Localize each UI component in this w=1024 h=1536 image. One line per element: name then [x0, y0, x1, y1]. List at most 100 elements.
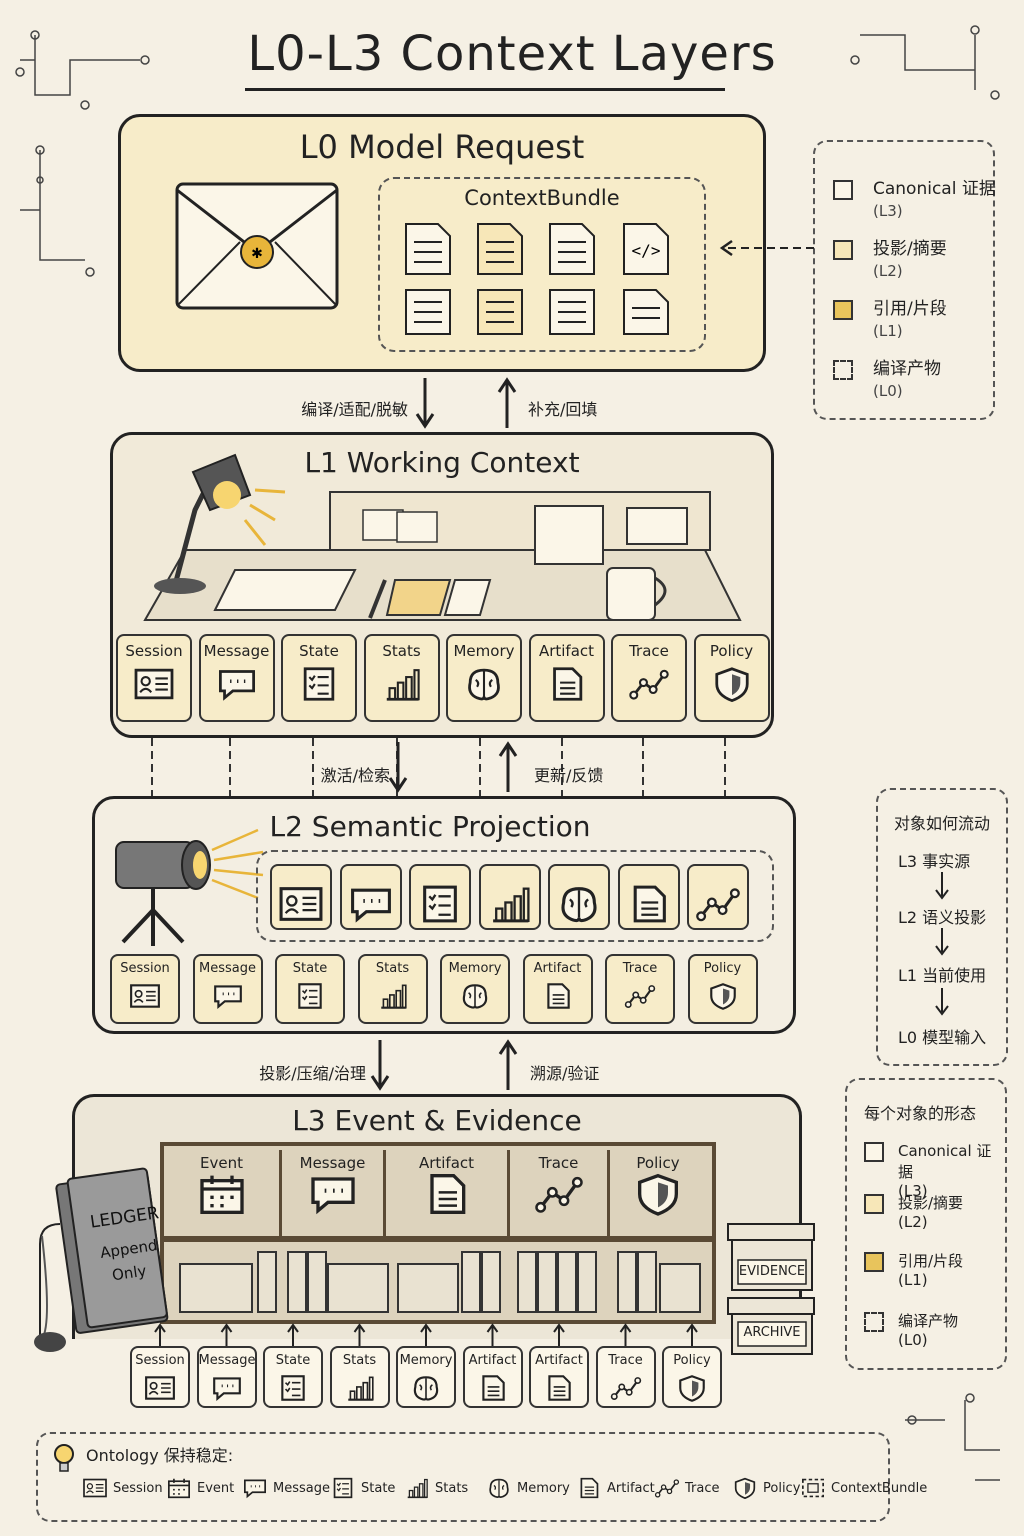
ontology-item-trace: Trace [654, 1474, 720, 1502]
trace-card: Trace [605, 954, 675, 1024]
session-icon [130, 984, 160, 1008]
legend-layer-forms: Canonical 证据(L3) 投影/摘要(L2) 引用/片段(L1) 编译产… [813, 140, 996, 420]
desk-scene-illustration [143, 453, 742, 621]
ontology-item-state: State [330, 1474, 395, 1502]
flow-title: 对象如何流动 [893, 814, 990, 833]
l2-projection-box [256, 850, 774, 942]
policy-card: Policy [662, 1346, 722, 1408]
card-label: Stats [382, 642, 421, 660]
policy-icon [709, 983, 736, 1010]
state-icon [298, 983, 322, 1009]
l3-title: L3 Event & Evidence [292, 1104, 582, 1137]
ontology-label: Stats [435, 1480, 469, 1496]
event-icon [199, 1175, 244, 1214]
artifact-icon [548, 1375, 571, 1401]
message-projection-tile [339, 864, 402, 930]
artifact-card: Artifact [522, 954, 593, 1024]
shelf-label: Artifact [418, 1154, 475, 1172]
ontology-item-artifact: Artifact [576, 1474, 655, 1502]
policy-shelf-cell: Policy [610, 1150, 706, 1236]
card-label: Memory [399, 1353, 453, 1368]
card-label: Artifact [538, 642, 595, 660]
artifact-card: Artifact [528, 634, 605, 722]
policy-icon [734, 1477, 756, 1499]
artifact-icon [633, 885, 666, 923]
legend-bottom-item: 引用/片段(L1) [864, 1250, 1004, 1304]
trace-card: Trace [595, 1346, 656, 1408]
svg-text:✱: ✱ [251, 246, 263, 262]
state-card: State [275, 954, 345, 1024]
arrow-label-trace: 溯源/验证 [530, 1064, 600, 1083]
card-label: Message [198, 1353, 256, 1368]
legend-bottom-item: Canonical 证据(L3) [864, 1140, 1004, 1200]
trace-icon [654, 1479, 680, 1498]
message-icon [310, 1177, 355, 1215]
state-projection-tile [409, 864, 471, 930]
message-card: Message [196, 1346, 257, 1408]
shelf-label: Trace [538, 1154, 579, 1172]
session-icon [134, 668, 174, 700]
event-shelf-cell: Event [164, 1150, 282, 1236]
memory-icon [413, 1376, 439, 1401]
l1-title: L1 Working Context [304, 446, 580, 479]
l3-up-arrows [154, 1323, 698, 1346]
legend-label: 编译产物 [898, 1312, 959, 1330]
arrow-down-l0-l1 [415, 378, 435, 429]
card-label: Message [199, 961, 256, 976]
stats-icon [386, 669, 420, 701]
lightbulb-icon [54, 1444, 74, 1472]
policy-card: Policy [693, 634, 770, 722]
card-label: Memory [453, 642, 515, 660]
flow-step: L1 当前使用 [898, 966, 987, 985]
l3-up-arrow [486, 1323, 499, 1346]
legend-sub: (L1) [873, 322, 903, 340]
artifact-card: Artifact [529, 1346, 589, 1408]
artifact-icon [429, 1174, 465, 1214]
memory-card: Memory [440, 954, 510, 1024]
envelope-icon: ✱ [175, 182, 339, 310]
message-shelf-cell: Message [282, 1150, 386, 1236]
l3-up-arrow [154, 1323, 166, 1346]
ontology-label: ContextBundle [831, 1480, 928, 1496]
stats-icon [347, 1376, 374, 1401]
ontology-label: Event [197, 1480, 235, 1496]
memory-icon [489, 1478, 509, 1498]
arrow-down-l1-l2 [388, 742, 408, 793]
l3-up-arrow [686, 1323, 698, 1346]
session-icon [279, 887, 323, 921]
legend-bottom-title: 每个对象的形态 [864, 1104, 977, 1123]
arrow-up-l3-l2 [498, 1039, 518, 1090]
ontology-label: Trace [685, 1480, 720, 1496]
ontology-label: Message [273, 1480, 330, 1496]
trace-card: Trace [611, 634, 687, 722]
legend-sub: (L2) [873, 262, 903, 280]
card-label: Memory [448, 961, 502, 976]
card-label: State [275, 1353, 311, 1368]
ontology-item-policy: Policy [732, 1474, 800, 1502]
stats-icon [380, 984, 407, 1009]
policy-icon [638, 1173, 678, 1216]
ontology-label: Artifact [607, 1480, 655, 1496]
state-icon [423, 885, 457, 923]
artifact-icon [481, 1375, 505, 1401]
l3-up-arrow [420, 1323, 432, 1346]
ontology-label: Session [113, 1480, 163, 1496]
card-label: Trace [629, 642, 669, 660]
legend-bottom-item: 编译产物(L0) [864, 1310, 1004, 1364]
message-card: Message [192, 954, 263, 1024]
card-label: Message [203, 642, 270, 660]
memory-icon [561, 887, 597, 923]
message-icon [350, 888, 391, 923]
session-card: Session [130, 1346, 190, 1408]
stats-card: Stats [357, 954, 428, 1024]
trace-icon [534, 1176, 583, 1213]
message-card: Message [198, 634, 275, 722]
flow-step: L2 语义投影 [898, 908, 987, 927]
message-icon [218, 670, 255, 701]
card-label: Policy [703, 961, 742, 976]
message-icon [213, 985, 242, 1009]
context-bundle-title: ContextBundle [464, 186, 620, 210]
message-icon [212, 1377, 241, 1401]
legend-sub: (L0) [898, 1331, 928, 1349]
